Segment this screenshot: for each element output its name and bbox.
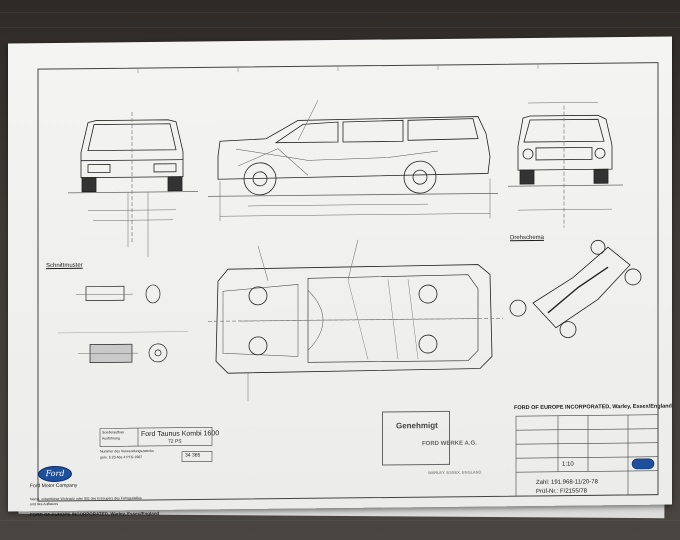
footer-note-2: und des Aufbaues [30,501,59,507]
number-caption-1: Nummer des Verwendungszwecks [100,448,154,454]
scale-label: 1:10 [562,461,574,468]
model-power: 72 PS [168,438,182,445]
title-block-grid [515,414,659,497]
drehschema-label: Drehschema [510,234,545,242]
car-rear-view [68,112,198,258]
suspension-diagram [509,239,642,339]
model-title: Ford Taunus Kombi 1600 [141,430,220,439]
ford-werke-label: FORD WERKE A.G. [422,440,477,448]
frame-border [37,62,659,502]
blueprint-sheet: Genehmigt FORD WERKE A.G. WARLEY, ESSEX,… [8,36,672,517]
genehmigt-label: Genehmigt [396,420,438,431]
title-small-label-1: Sonderaufbau [102,430,124,435]
approval-stamp [382,410,450,466]
company-name: Ford Motor Company [30,482,78,490]
footer-company-line: FORD OF EUROPE INCORPORATED, Warley, Ess… [30,510,160,518]
model-title-box [99,427,213,462]
wood-grain [0,520,680,521]
frame-ticks [137,63,539,74]
zahl-number: Zahl: 191.968-11/20-78 [536,479,598,486]
schnittmuster-label: Schnittmuster [46,262,83,270]
technical-drawing [37,62,659,502]
document-number: 34 365 [185,452,201,459]
car-top-view [208,239,503,401]
warley-stamp-label: WARLEY, ESSEX, ENGLAND [428,469,482,476]
car-side-view [208,100,498,222]
wood-grain [0,27,680,28]
car-front-view [508,102,623,228]
pruef-number: Prüf-Nr.: F/2155/78 [536,488,588,495]
wood-grain [0,12,680,13]
number-caption-2: gem. § 20 Abs 4 PTG 1987 [100,455,143,460]
title-small-label-2: Ausführung [102,436,120,441]
cross-sections [58,284,188,363]
